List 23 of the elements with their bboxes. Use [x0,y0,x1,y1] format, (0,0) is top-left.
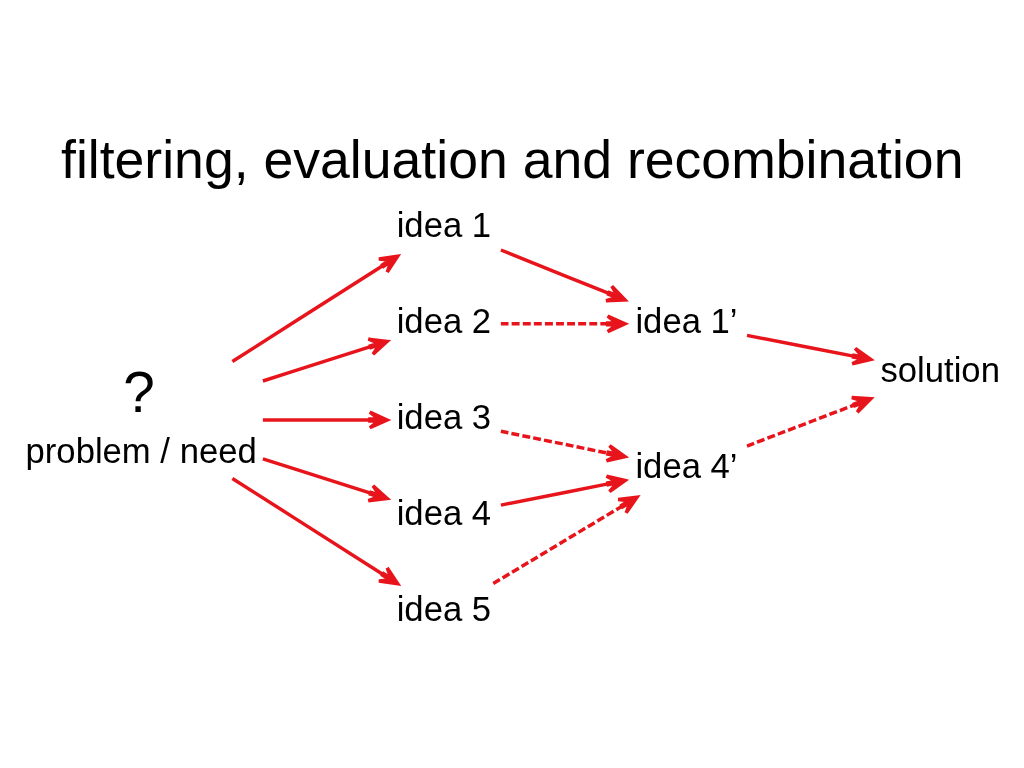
arrow [500,313,627,333]
arrow [491,494,639,585]
node-text: idea 1’ [634,301,738,340]
node-text: problem / need [25,431,257,470]
arrow [261,337,389,383]
arrow [230,476,399,585]
node-text: idea 1 [396,205,491,244]
node-text: idea 4 [396,493,491,532]
arrow [746,333,872,366]
arrow [262,409,389,429]
diagram-title: filtering, evaluation and recombination [60,128,963,189]
node-text: solution [879,350,1000,389]
node-text: idea 5 [396,589,491,628]
arrow [230,253,399,363]
node-text: idea 3 [396,397,491,436]
arrow [261,456,389,502]
node-text: idea 4’ [634,446,738,485]
arrow [499,247,627,302]
arrow [500,429,627,463]
arrow [745,395,872,448]
node-text: idea 2 [396,301,491,340]
node-label: ? [122,360,155,424]
arrow [500,474,627,507]
